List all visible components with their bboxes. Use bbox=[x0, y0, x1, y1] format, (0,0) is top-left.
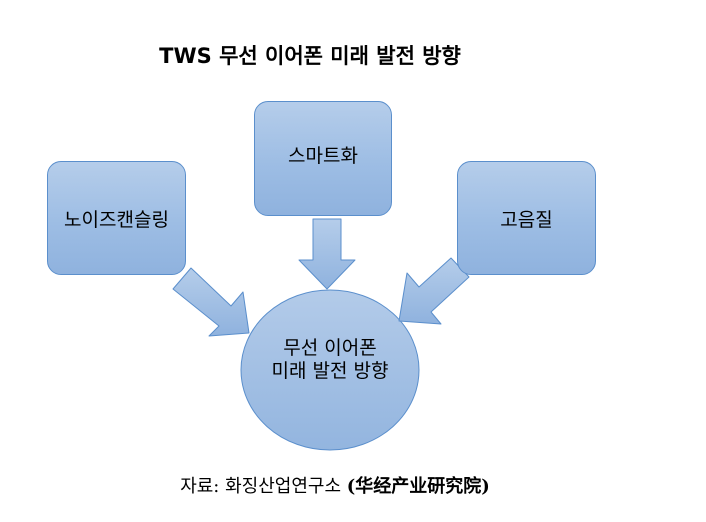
center-node-line1: 무선 이어폰 bbox=[283, 337, 377, 359]
arrow-left-to-center bbox=[172, 267, 250, 337]
center-node-label: 무선 이어폰 미래 발전 방향 bbox=[241, 337, 419, 383]
arrow-right-to-center bbox=[398, 257, 470, 325]
diagram-title: TWS 무선 이어폰 미래 발전 방향 bbox=[159, 44, 461, 68]
source-prefix: 자료: 화징산업연구소 bbox=[180, 476, 342, 497]
node-smart-label: 스마트화 bbox=[288, 145, 358, 167]
node-high-quality-sound: 고음질 bbox=[457, 161, 596, 275]
node-smart: 스마트화 bbox=[254, 101, 392, 216]
node-high-quality-sound-label: 고음질 bbox=[500, 208, 553, 231]
node-noise-cancelling-label: 노이즈캔슬링 bbox=[64, 208, 169, 231]
source-name: (华经产业研究院) bbox=[346, 476, 490, 497]
center-node-shape bbox=[240, 289, 420, 451]
source-caption: 자료: 화징산업연구소 (华经产业研究院) bbox=[0, 472, 670, 498]
arrow-top-to-center bbox=[298, 218, 356, 290]
node-noise-cancelling: 노이즈캔슬링 bbox=[47, 161, 186, 275]
center-node-line2: 미래 발전 방향 bbox=[271, 360, 389, 382]
